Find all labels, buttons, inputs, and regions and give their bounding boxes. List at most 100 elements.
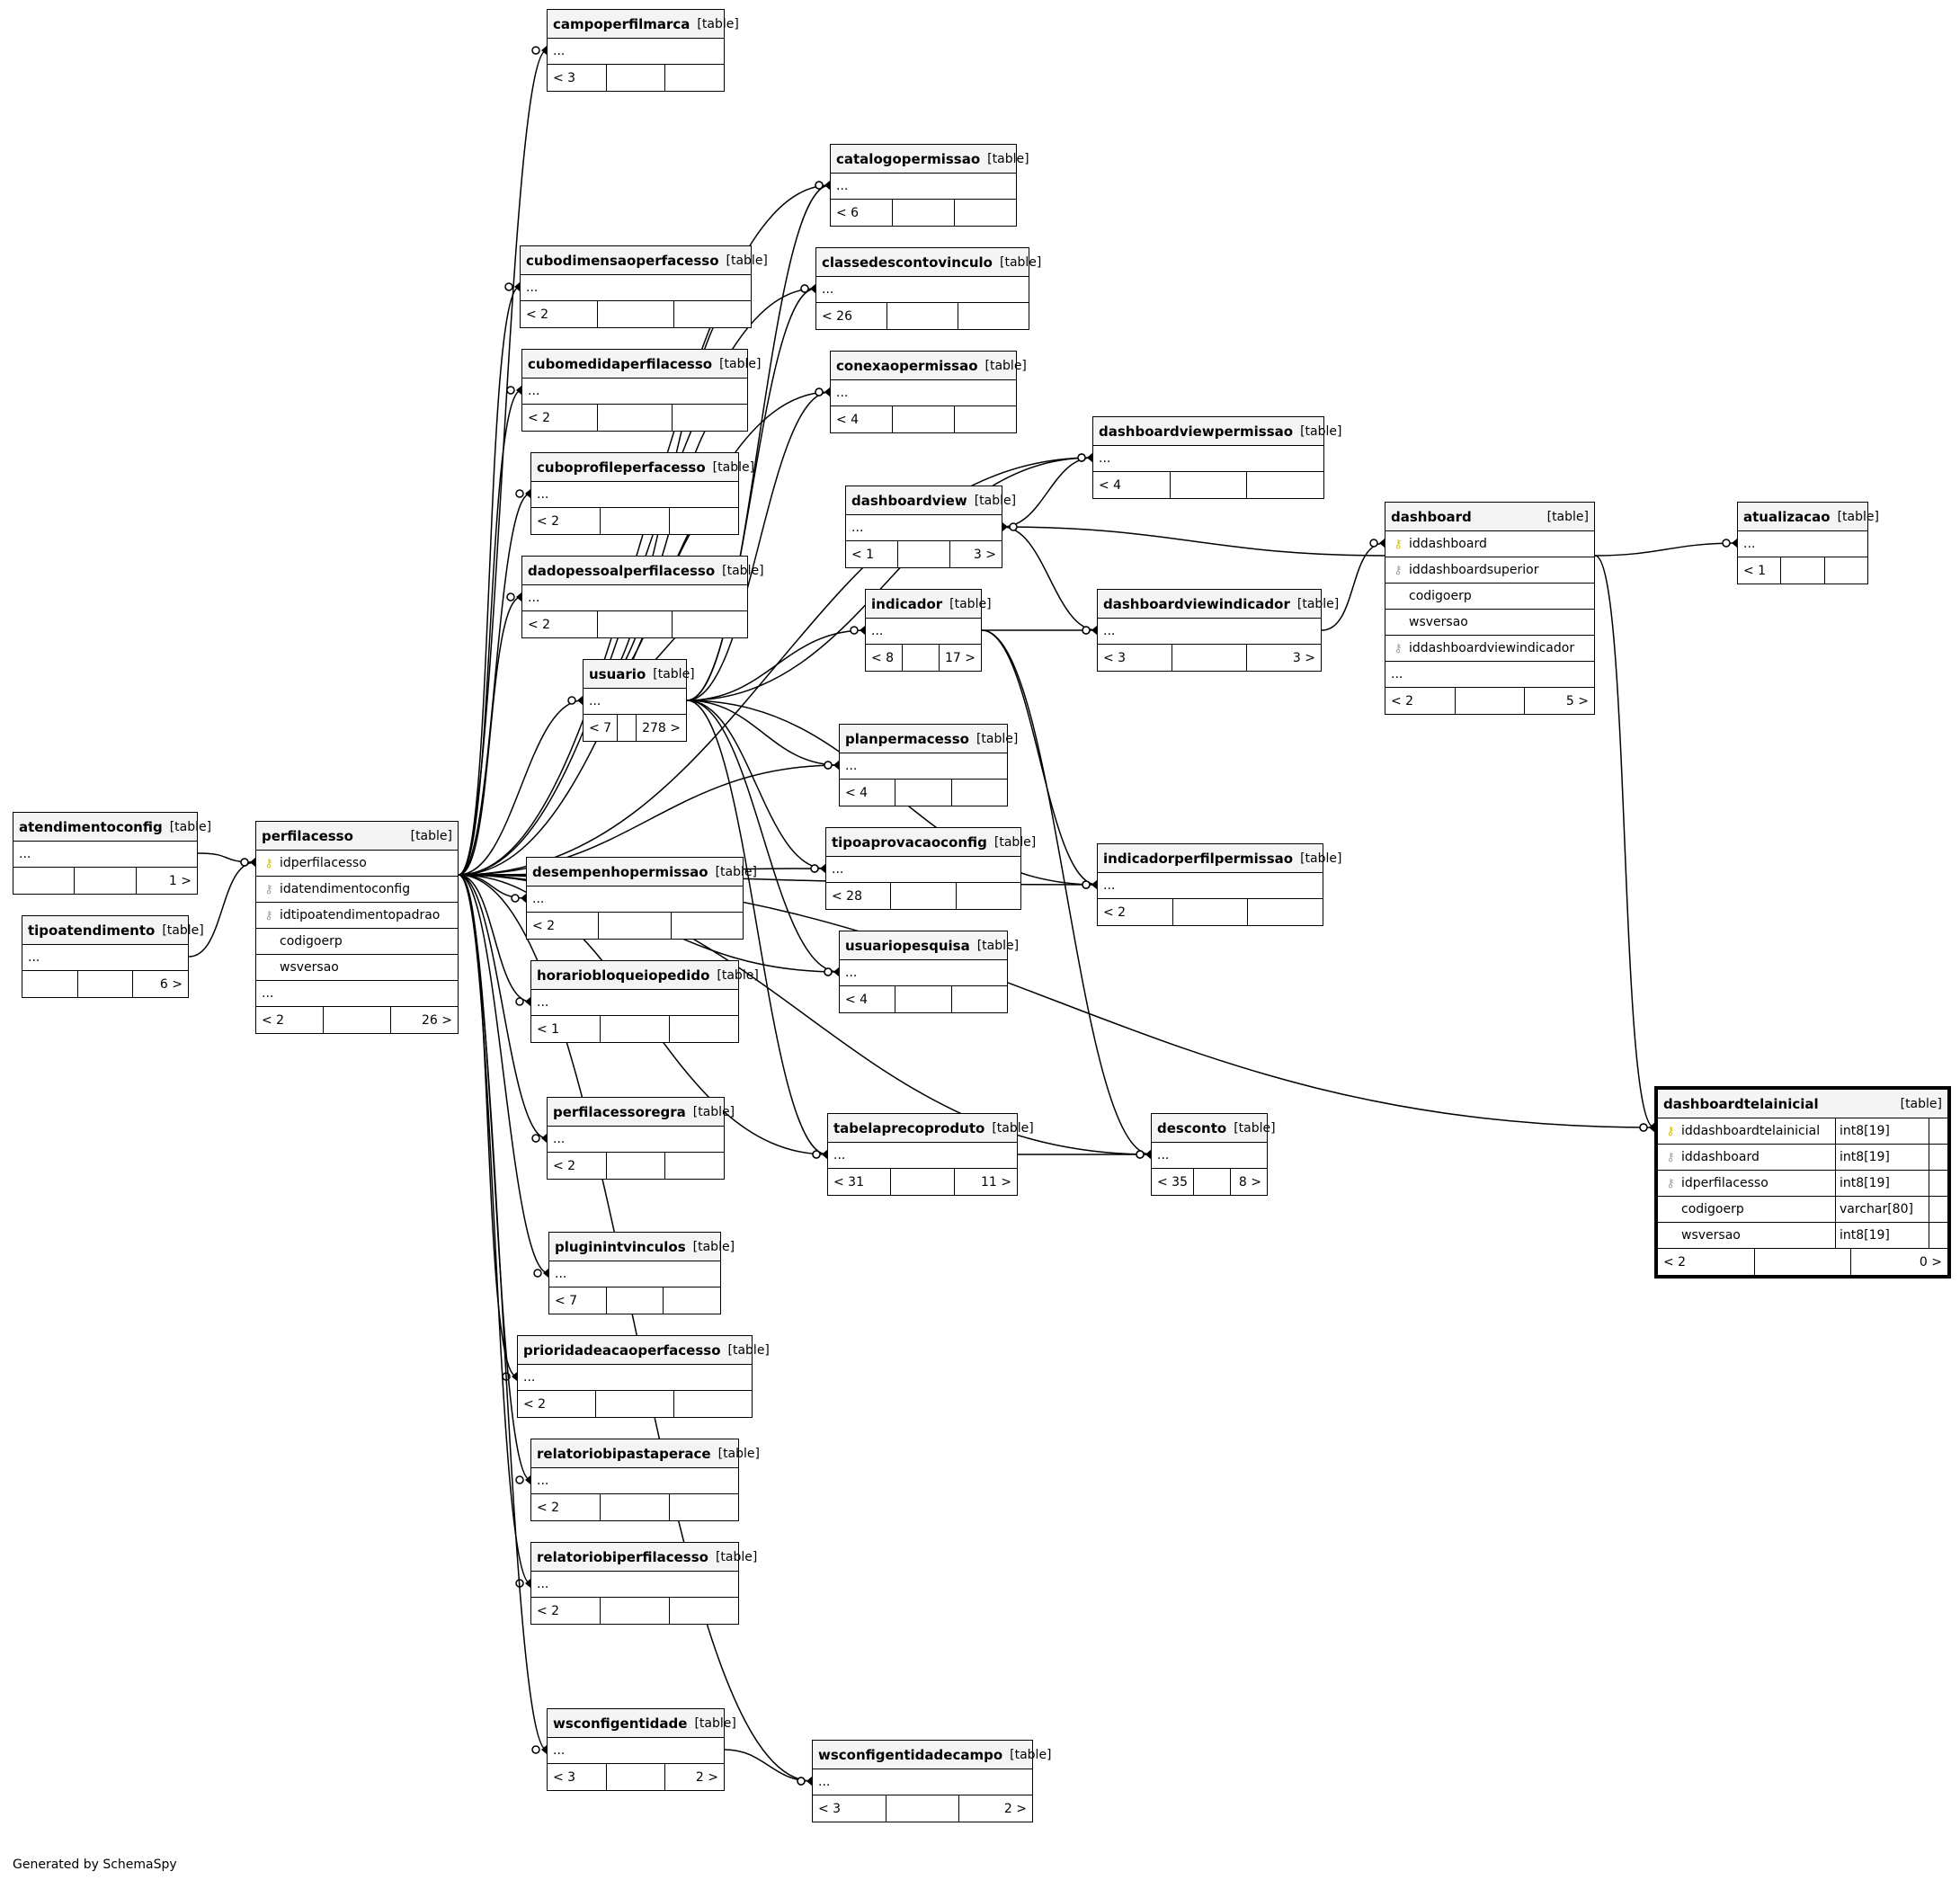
table-name[interactable]: dashboardview <box>851 492 967 509</box>
parents-count[interactable]: < 2 <box>262 1012 285 1028</box>
children-count[interactable] <box>950 986 1007 1012</box>
parents-count[interactable]: < 7 <box>555 1293 578 1308</box>
table-desempenhopermissao[interactable]: desempenhopermissao[table]...< 2 <box>526 857 757 940</box>
children-count[interactable]: 3 > <box>949 541 1002 567</box>
footer-spacer[interactable] <box>596 301 674 327</box>
column-row[interactable]: wsversao <box>256 955 458 981</box>
footer-spacer[interactable] <box>1780 557 1823 584</box>
parents-count[interactable]: < 4 <box>836 412 860 427</box>
table-dashboardviewpermissao[interactable]: dashboardviewpermissao[table]...< 4 <box>1092 416 1341 499</box>
footer-spacer[interactable] <box>1753 1249 1851 1275</box>
parents-count[interactable]: < 2 <box>553 1158 576 1173</box>
table-name[interactable]: dashboard <box>1391 508 1472 525</box>
children-count[interactable] <box>672 405 747 431</box>
table-name[interactable]: tipoatendimento <box>28 922 156 939</box>
footer-spacer[interactable] <box>596 405 673 431</box>
parents-count[interactable]: < 2 <box>537 1603 560 1618</box>
parents-count[interactable]: < 2 <box>537 1500 560 1515</box>
table-name[interactable]: relatoriobiperfilacesso <box>537 1548 708 1565</box>
table-cubodimensaoperfacesso[interactable]: cubodimensaoperfacesso[table]...< 2 <box>520 245 768 328</box>
table-indicadorperfilpermissao[interactable]: indicadorperfilpermissao[table]...< 2 <box>1097 843 1341 926</box>
parents-count[interactable]: < 2 <box>537 513 560 529</box>
footer-spacer[interactable] <box>605 1153 665 1179</box>
table-usuariopesquisa[interactable]: usuariopesquisa[table]...< 4 <box>839 931 1019 1013</box>
table-name[interactable]: wsconfigentidade <box>553 1715 688 1732</box>
parents-count[interactable]: < 2 <box>523 1396 547 1412</box>
footer-spacer[interactable] <box>74 868 135 894</box>
children-count[interactable] <box>664 65 724 91</box>
table-name[interactable]: atendimentoconfig <box>19 818 163 835</box>
parents-count[interactable] <box>13 868 74 894</box>
table-perfilacessoregra[interactable]: perfilacessoregra[table]...< 2 <box>547 1097 735 1180</box>
parents-count[interactable]: < 4 <box>845 785 869 800</box>
children-count[interactable] <box>955 883 1020 909</box>
children-count[interactable] <box>663 1287 720 1314</box>
children-count[interactable]: 8 > <box>1230 1169 1267 1195</box>
table-tipoatendimento[interactable]: tipoatendimento[table]...6 > <box>22 915 204 998</box>
table-name[interactable]: cubomedidaperfilacesso <box>528 355 713 372</box>
footer-spacer[interactable] <box>595 1391 673 1417</box>
footer-spacer[interactable] <box>323 1007 390 1033</box>
table-name[interactable]: dadopessoalperfilacesso <box>528 562 716 579</box>
footer-spacer[interactable] <box>890 1169 953 1195</box>
table-tipoaprovacaoconfig[interactable]: tipoaprovacaoconfig[table]...< 28 <box>825 827 1036 910</box>
footer-spacer[interactable] <box>617 715 636 741</box>
table-planpermacesso[interactable]: planpermacesso[table]...< 4 <box>839 724 1018 806</box>
footer-spacer[interactable] <box>1193 1169 1230 1195</box>
footer-spacer[interactable] <box>600 1016 669 1042</box>
table-name[interactable]: cuboprofileperfacesso <box>537 459 706 476</box>
parents-count[interactable]: < 2 <box>532 918 556 933</box>
children-count[interactable]: 1 > <box>135 868 197 894</box>
table-name[interactable]: usuariopesquisa <box>845 937 970 954</box>
parents-count[interactable]: < 3 <box>1103 650 1127 665</box>
parents-count[interactable]: < 2 <box>528 410 551 425</box>
table-name[interactable]: indicador <box>871 595 943 612</box>
table-name[interactable]: conexaopermissao <box>836 357 978 374</box>
footer-spacer[interactable] <box>1454 688 1525 714</box>
table-name[interactable]: perfilacessoregra <box>553 1103 686 1120</box>
table-conexaopermissao[interactable]: conexaopermissao[table]...< 4 <box>830 351 1027 433</box>
footer-spacer[interactable] <box>605 65 665 91</box>
children-count[interactable]: 17 > <box>939 645 981 671</box>
footer-spacer[interactable] <box>895 986 950 1012</box>
footer-spacer[interactable] <box>600 1598 669 1624</box>
parents-count[interactable] <box>22 971 77 997</box>
table-name[interactable]: desconto <box>1157 1119 1227 1136</box>
children-count[interactable]: 2 > <box>958 1795 1032 1822</box>
footer-spacer[interactable] <box>892 200 954 226</box>
column-row[interactable]: ⚷iddashboard <box>1385 531 1594 557</box>
parents-count[interactable]: < 31 <box>833 1174 864 1189</box>
children-count[interactable]: 3 > <box>1246 645 1321 671</box>
parents-count[interactable]: < 4 <box>845 992 869 1007</box>
table-name[interactable]: dashboardviewindicador <box>1103 595 1290 612</box>
table-atualizacao[interactable]: atualizacao[table]...< 1 <box>1737 502 1879 584</box>
column-row[interactable]: codigoerp <box>256 929 458 955</box>
table-name[interactable]: dashboardtelainicial <box>1663 1095 1819 1112</box>
table-name[interactable]: atualizacao <box>1743 508 1831 525</box>
column-row[interactable]: ⚷iddashboardviewindicador <box>1385 636 1594 662</box>
table-dashboard[interactable]: dashboard[table]⚷iddashboard⚷iddashboard… <box>1385 502 1595 715</box>
table-name[interactable]: indicadorperfilpermissao <box>1103 850 1294 867</box>
parents-count[interactable]: < 3 <box>553 1769 576 1785</box>
table-name[interactable]: classedescontovinculo <box>822 254 993 271</box>
footer-spacer[interactable] <box>1172 645 1246 671</box>
parents-count[interactable]: < 1 <box>851 547 875 562</box>
footer-spacer[interactable] <box>76 971 133 997</box>
children-count[interactable]: 2 > <box>664 1764 724 1790</box>
children-count[interactable] <box>950 780 1007 806</box>
table-prioridadeacaoperfacesso[interactable]: prioridadeacaoperfacesso[table]...< 2 <box>517 1335 770 1418</box>
children-count[interactable] <box>672 611 747 637</box>
children-count[interactable] <box>673 1391 752 1417</box>
children-count[interactable] <box>669 1016 738 1042</box>
table-name[interactable]: tipoaprovacaoconfig <box>832 833 987 851</box>
table-name[interactable]: planpermacesso <box>845 730 969 747</box>
table-name[interactable]: tabelaprecoproduto <box>833 1119 985 1136</box>
column-row[interactable]: ⚷idtipoatendimentopadrao <box>256 903 458 929</box>
children-count[interactable] <box>669 1598 738 1624</box>
